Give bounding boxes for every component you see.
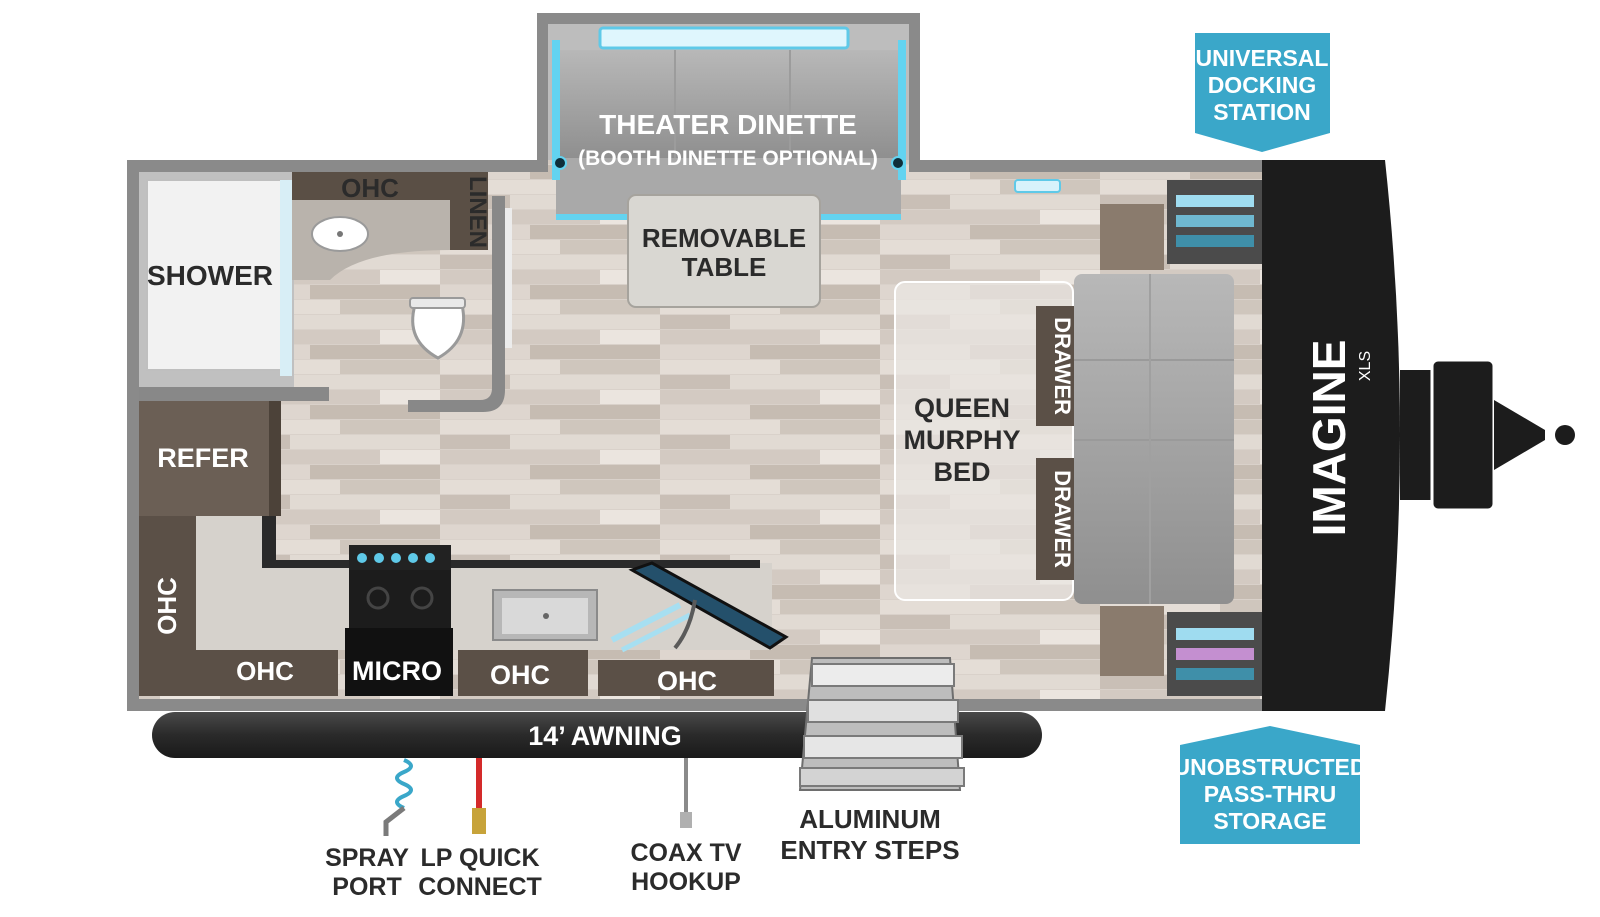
coax-tv-hookup: COAX TV HOOKUP (630, 758, 742, 896)
awning-label: 14’ AWNING (528, 721, 682, 751)
theater-dinette-label: THEATER DINETTE (599, 109, 857, 140)
removable-table-label: TABLE (682, 252, 767, 282)
bed-window (1014, 179, 1061, 193)
entry-steps (798, 657, 965, 791)
lp-fitting-icon (472, 808, 486, 834)
aluminum-entry-steps-callout: ALUMINUM ENTRY STEPS (780, 804, 959, 865)
docking-label: UNIVERSAL (1196, 45, 1329, 71)
spray-hose-icon (395, 758, 413, 810)
removable-table: REMOVABLE TABLE (627, 194, 821, 308)
coax-fitting-icon (680, 812, 692, 828)
theater-dinette: THEATER DINETTE (BOOTH DINETTE OPTIONAL) (552, 26, 906, 220)
bed-footprint (894, 281, 1074, 601)
dinette-light-icon (891, 156, 905, 170)
spray-port-label: PORT (332, 873, 401, 901)
steps-label: ALUMINUM (799, 804, 941, 834)
bath-wall-lower (139, 387, 329, 401)
docking-label: STATION (1213, 99, 1311, 125)
pocket-door (505, 208, 512, 348)
front-cap-shell (1262, 160, 1400, 711)
docking-badge (1195, 33, 1330, 152)
ohc-1 (196, 650, 338, 696)
microwave (345, 628, 453, 696)
docking-station-callout: UNIVERSAL DOCKING STATION (1195, 33, 1330, 152)
nightstand-top (1100, 204, 1164, 270)
shower-label: SHOWER (147, 260, 273, 291)
queen-label: BED (933, 457, 990, 487)
bath-ohc-label: OHC (341, 173, 399, 203)
storage-badge (1180, 726, 1360, 844)
side-ohc (139, 516, 196, 696)
lp-quick-connect: LP QUICK CONNECT (418, 758, 542, 901)
spray-port: SPRAY PORT (325, 758, 413, 901)
counter-edge (262, 516, 760, 568)
countertop (139, 516, 772, 650)
kitchen: REFER OHC OHC MICRO OHC OHC (139, 401, 789, 696)
brand-sub-logo: XLS (1357, 351, 1374, 381)
storage-label: UNOBSTRUCTED (1174, 754, 1367, 780)
drawer-top-label: DRAWER (1050, 317, 1075, 415)
toilet-icon (411, 303, 466, 360)
ohc-3-label: OHC (657, 666, 717, 696)
ohc-3 (598, 660, 774, 696)
drawer-top (1036, 306, 1074, 426)
fold-up-counter (610, 561, 789, 653)
drawer-bottom-label: DRAWER (1050, 470, 1075, 568)
front-cap: IMAGINE XLS (1167, 160, 1575, 711)
queen-label: QUEEN (914, 393, 1010, 423)
brand-logo: IMAGINE (1303, 340, 1355, 537)
linen-label: LINEN (464, 176, 491, 248)
bath-wall (408, 196, 505, 412)
lp-quick-connect-label: LP QUICK (421, 844, 540, 872)
tongue (1400, 370, 1432, 500)
pass-thru-storage-callout: UNOBSTRUCTED PASS-THRU STORAGE (1174, 726, 1367, 844)
ohc-1-label: OHC (236, 656, 294, 686)
spray-port-label: SPRAY (325, 844, 409, 872)
range (349, 570, 451, 630)
hitch-coupler-icon (1494, 400, 1545, 470)
docking-label: DOCKING (1208, 72, 1317, 98)
dinette-optional-label: (BOOTH DINETTE OPTIONAL) (578, 147, 878, 170)
ohc-2 (458, 650, 588, 696)
nightstand-bottom (1100, 606, 1164, 676)
queen-murphy-bed: QUEEN MURPHY BED DRAWER DRAWER (894, 179, 1234, 676)
storage-label: STORAGE (1213, 808, 1326, 834)
dinette-window (598, 26, 850, 50)
hitch-ball-icon (1555, 425, 1575, 445)
removable-table-label: REMOVABLE (642, 223, 806, 253)
propane-box (1430, 358, 1496, 512)
storage-label: PASS-THRU (1204, 781, 1336, 807)
refer-label: REFER (157, 443, 249, 473)
dinette-light-icon (553, 156, 567, 170)
shower-pan (146, 179, 287, 371)
micro-label: MICRO (352, 656, 442, 686)
side-ohc-label: OHC (152, 577, 182, 635)
refrigerator (139, 401, 269, 516)
coax-line-icon (684, 758, 688, 822)
steps-label: ENTRY STEPS (780, 835, 959, 865)
shower-door (280, 180, 292, 376)
ohc-2-label: OHC (490, 660, 550, 690)
drawer-bottom (1036, 458, 1074, 580)
queen-label: MURPHY (903, 425, 1020, 455)
coax-label: HOOKUP (631, 868, 741, 896)
lp-line-icon (476, 758, 482, 810)
bathroom: SHOWER OHC LINEN (139, 172, 512, 412)
lp-quick-connect-label: CONNECT (418, 873, 542, 901)
coax-label: COAX TV (630, 839, 741, 867)
linen-cabinet (450, 172, 488, 250)
